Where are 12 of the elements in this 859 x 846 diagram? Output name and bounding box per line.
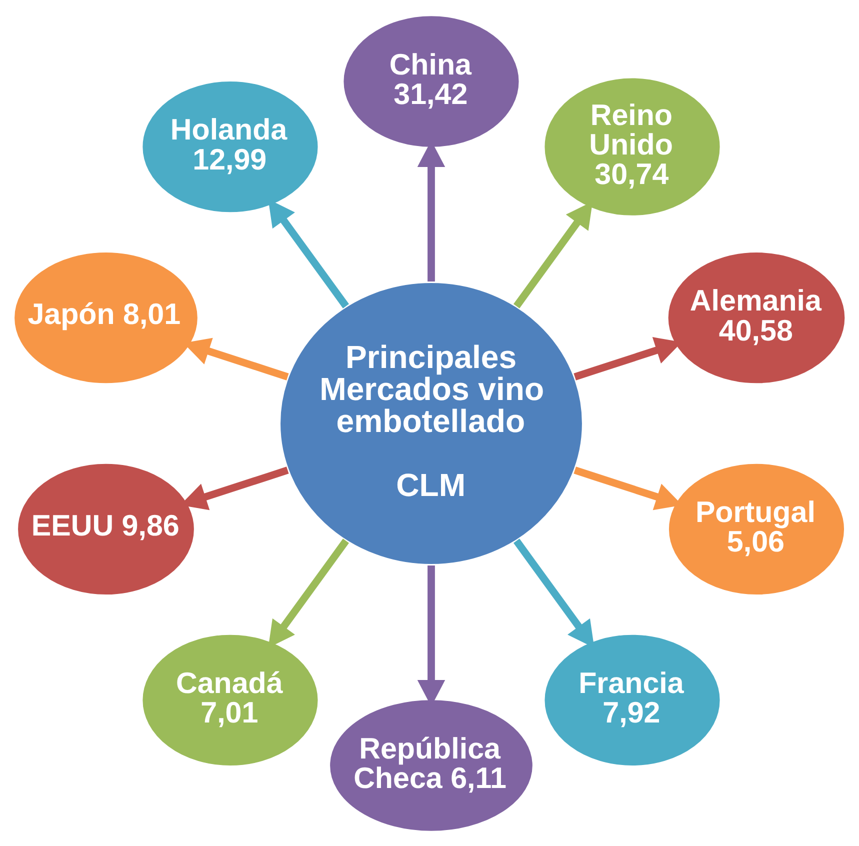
node-ellipse: Japón 8,01 [12,250,200,386]
node-ellipse: Reino Unido 30,74 [542,75,722,218]
node-ellipse: Holanda 12,99 [140,78,320,214]
node-ellipse: EEUU 9,86 [16,460,196,596]
node-ellipse: China 31,42 [341,13,522,149]
node-ellipse: República Checa 6,11 [328,697,535,833]
arrow [268,538,349,648]
node-ellipse: Alemania 40,58 [666,250,848,386]
node-ellipse: Canadá 7,01 [140,632,320,768]
node-ellipse: Portugal 5,06 [666,460,846,596]
node-ellipse: Francia 7,92 [542,632,722,768]
arrow [514,538,594,648]
